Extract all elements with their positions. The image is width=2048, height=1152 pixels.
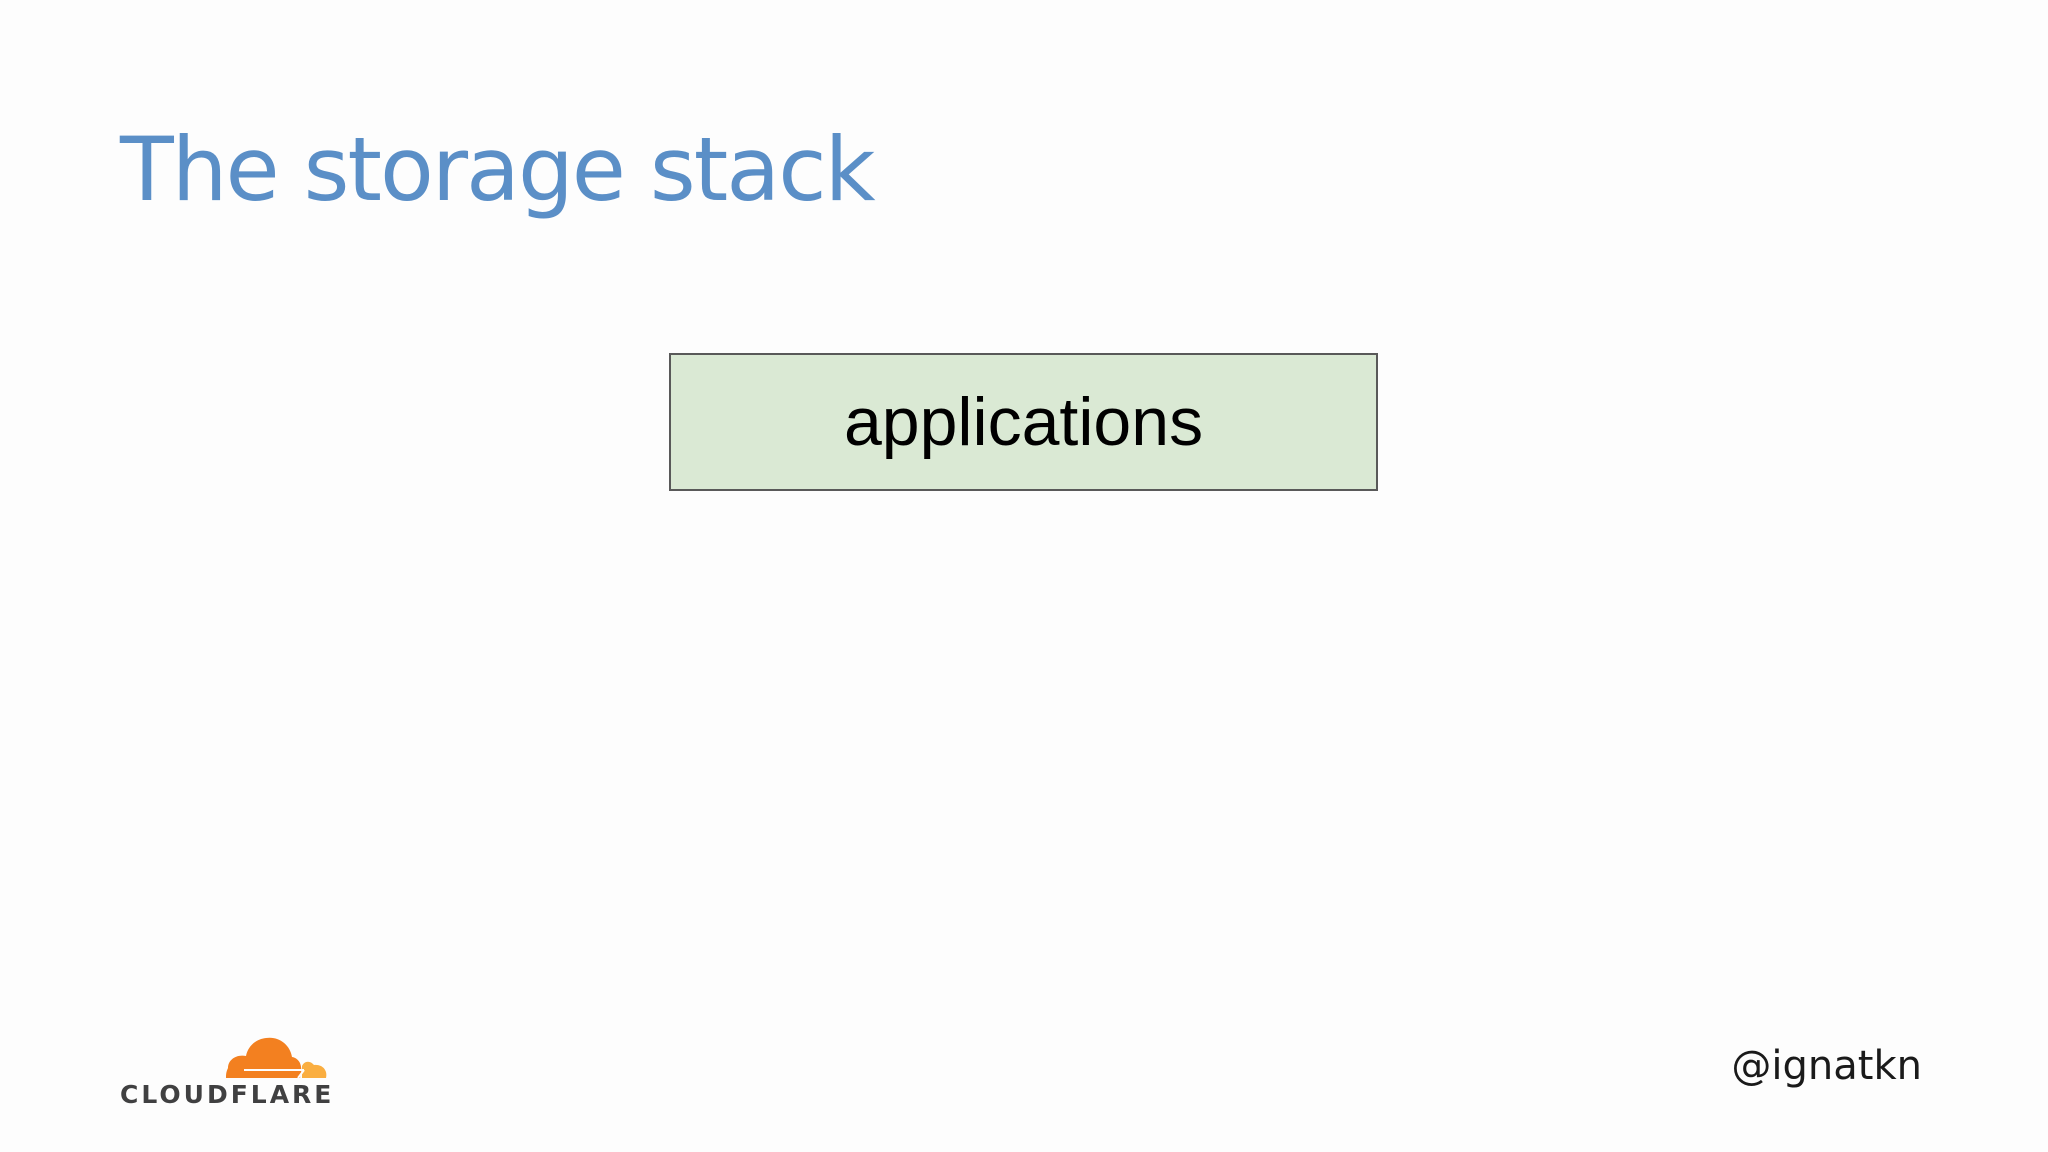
cloudflare-cloud-icon: [226, 1037, 327, 1079]
cloudflare-logo: CLOUDFLARE: [120, 1030, 335, 1110]
stack-layer-applications: applications: [669, 353, 1378, 491]
stack-layer-label: applications: [843, 384, 1204, 460]
speaker-handle: @ignatkn: [1731, 1043, 1922, 1089]
slide-title: The storage stack: [120, 118, 876, 221]
logo-wordmark: CLOUDFLARE: [120, 1080, 335, 1109]
